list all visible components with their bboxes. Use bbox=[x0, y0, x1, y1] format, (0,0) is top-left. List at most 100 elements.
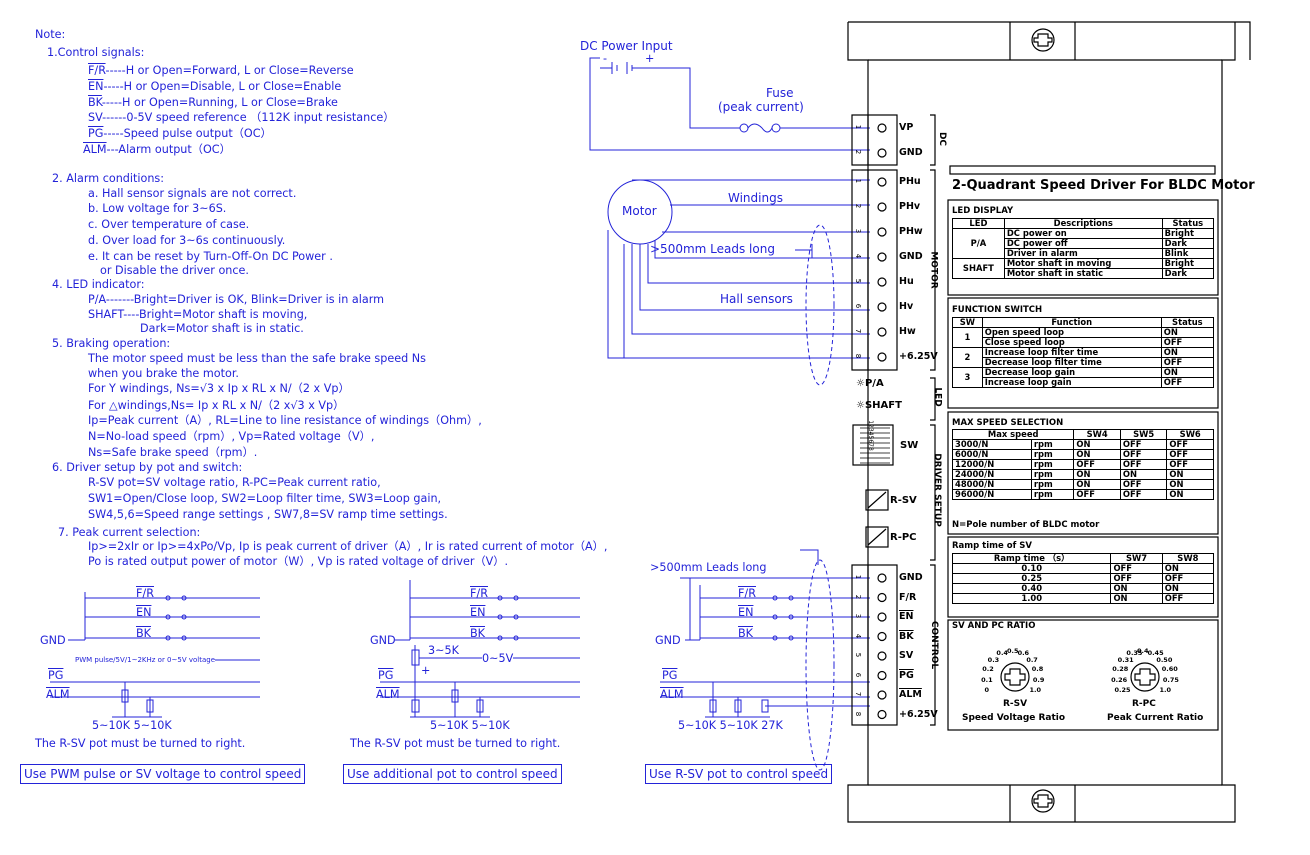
c2-pg: PG bbox=[378, 669, 394, 682]
circuit-pot bbox=[380, 580, 580, 718]
rsv-dial-caption: Speed Voltage Ratio bbox=[962, 713, 1066, 723]
c2-res: 5~10K 5~10K bbox=[430, 719, 510, 732]
pin-number: 7 bbox=[854, 691, 863, 697]
note-heading: Note: bbox=[35, 28, 66, 41]
pin-number: 8 bbox=[854, 353, 863, 359]
dial-tick-label: 0.6 bbox=[1017, 649, 1030, 658]
dial-tick-label: 0.8 bbox=[1031, 664, 1044, 673]
brake-6: N=No-load speed（rpm）, Vp=Rated voltage（V… bbox=[88, 430, 375, 443]
control-group-label: CONTROL bbox=[929, 620, 940, 670]
pin-ctrl_pins-6: ALM bbox=[899, 689, 922, 700]
pin-dc_pins-0: VP bbox=[899, 122, 914, 133]
control-sv: SV------0-5V speed reference （112K input… bbox=[88, 111, 395, 124]
c1-bk: BK bbox=[136, 627, 152, 640]
pin-number: 3 bbox=[854, 228, 863, 234]
alarm-e: e. It can be reset by Turn-Off-On DC Pow… bbox=[88, 250, 333, 263]
terminal-hole bbox=[877, 327, 887, 337]
pin-ctrl_pins-5: PG bbox=[899, 669, 914, 681]
pin-ctrl_pins-0: GND bbox=[899, 572, 923, 583]
c1-pg: PG bbox=[48, 669, 64, 682]
c1-res: 5~10K 5~10K bbox=[92, 719, 172, 732]
c3-gnd: GND bbox=[655, 634, 681, 647]
alarm-b: b. Low voltage for 3~6S. bbox=[88, 202, 227, 215]
dc-power-label: DC Power Input bbox=[580, 39, 673, 53]
c3-fr: F/R bbox=[738, 587, 756, 600]
led-group-label: LED bbox=[932, 387, 943, 407]
control-fr: F/R-----H or Open=Forward, L or Close=Re… bbox=[88, 64, 354, 77]
terminal-hole bbox=[877, 302, 887, 312]
c2-pot: 3~5K bbox=[428, 644, 459, 657]
c1-alm: ALM bbox=[46, 688, 70, 701]
function-switch-title: FUNCTION SWITCH bbox=[952, 305, 1043, 315]
dc-group-label: DC bbox=[937, 131, 948, 147]
terminal-hole bbox=[877, 592, 887, 603]
dip-numbers: 12345678 bbox=[866, 420, 874, 451]
sun-icon: ☼ bbox=[856, 400, 865, 411]
c2-bk: BK bbox=[470, 627, 486, 640]
brake-7: Ns=Safe brake speed（rpm）. bbox=[88, 446, 258, 459]
rpc-dial-caption: Peak Current Ratio bbox=[1107, 713, 1204, 723]
c2-gnd: GND bbox=[370, 634, 396, 647]
circuit-rsv bbox=[660, 577, 870, 718]
peak-title: 7. Peak current selection: bbox=[58, 526, 201, 539]
pin-number: 1 bbox=[854, 178, 863, 184]
terminal-hole bbox=[877, 612, 887, 622]
alarm-c: c. Over temperature of case. bbox=[88, 218, 250, 231]
dial-tick-label: 1.0 bbox=[1159, 686, 1172, 694]
pin-dc_pins-1: GND bbox=[899, 147, 923, 158]
brake-3: For Y windings, Ns=√3 x Ip x RL x N/（2 x… bbox=[88, 382, 350, 395]
c3-res: 5~10K 5~10K 27K bbox=[678, 719, 783, 732]
alarm-d: d. Over load for 3~6s continuously. bbox=[88, 234, 286, 247]
sun-icon: ☼ bbox=[856, 378, 865, 389]
control-en: EN-----H or Open=Disable, L or Close=Ena… bbox=[88, 80, 342, 93]
motor-label: Motor bbox=[622, 204, 657, 218]
pin-number: 1 bbox=[854, 124, 863, 130]
alarm-title: 2. Alarm conditions: bbox=[52, 172, 165, 185]
dial-tick-label: 0.3 bbox=[987, 655, 1000, 664]
sw-label: SW bbox=[900, 440, 919, 451]
brake-4: For △windings,Ns= Ip x RL x N/（2 x√3 x V… bbox=[88, 399, 345, 412]
terminal-holes bbox=[877, 123, 887, 720]
max-speed-title: MAX SPEED SELECTION bbox=[952, 418, 1064, 428]
ratio-title: SV AND PC RATIO bbox=[952, 621, 1036, 631]
ramp-title: Ramp time of SV bbox=[952, 541, 1032, 551]
dial-tick-label: 0.35 bbox=[1126, 649, 1143, 658]
dial-tick-label: 0.5 bbox=[1007, 647, 1019, 655]
terminal-hole bbox=[877, 123, 887, 133]
c2-fr: F/R bbox=[470, 587, 488, 600]
dc-plus: + bbox=[645, 52, 655, 65]
setup-1: R-SV pot=SV voltage ratio, R-PC=Peak cur… bbox=[88, 476, 381, 489]
terminal-hole bbox=[877, 277, 887, 287]
dial-tick-label: 0.60 bbox=[1161, 664, 1178, 673]
terminal-hole bbox=[877, 690, 887, 700]
mode-label-rsv: Use R-SV pot to control speed bbox=[645, 764, 833, 784]
dial-tick-label: 0.26 bbox=[1111, 675, 1128, 684]
terminal-hole bbox=[877, 651, 887, 661]
dial-tick-label: 1.0 bbox=[1029, 686, 1042, 694]
control-alm: ALM---Alarm output（OC） bbox=[83, 143, 231, 156]
terminal-hole bbox=[877, 352, 887, 362]
c1-rsv-note: The R-SV pot must be turned to right. bbox=[35, 737, 246, 750]
led-display-title: LED DISPLAY bbox=[952, 206, 1014, 216]
peak-1: Ip>=2xIr or Ip>=4xPo/Vp, Ip is peak curr… bbox=[88, 540, 608, 553]
rpc-pot-label: R-PC bbox=[890, 532, 917, 543]
mode-label-pot: Use additional pot to control speed bbox=[343, 764, 562, 784]
pin-number: 4 bbox=[854, 253, 863, 259]
pin-number: 1 bbox=[854, 574, 863, 580]
dial-tick-label: 0.2 bbox=[982, 664, 994, 673]
pole-note: N=Pole number of BLDC motor bbox=[952, 520, 1100, 530]
driver-title: 2-Quadrant Speed Driver For BLDC Motor bbox=[952, 178, 1255, 193]
c1-fr: F/R bbox=[136, 587, 154, 600]
fuse-sub-label: (peak current) bbox=[718, 100, 804, 114]
pin-number: 2 bbox=[854, 149, 863, 155]
c3-leads: >500mm Leads long bbox=[650, 561, 767, 574]
c2-sv-range: 0~5V bbox=[482, 652, 514, 665]
dial-tick-label: 0.4 bbox=[1137, 647, 1149, 655]
terminal-hole bbox=[877, 148, 887, 158]
dial-tick-label: 0.7 bbox=[1026, 655, 1038, 664]
alarm-a: a. Hall sensor signals are not correct. bbox=[88, 187, 297, 200]
dial-tick-label: 0.1 bbox=[981, 675, 993, 684]
